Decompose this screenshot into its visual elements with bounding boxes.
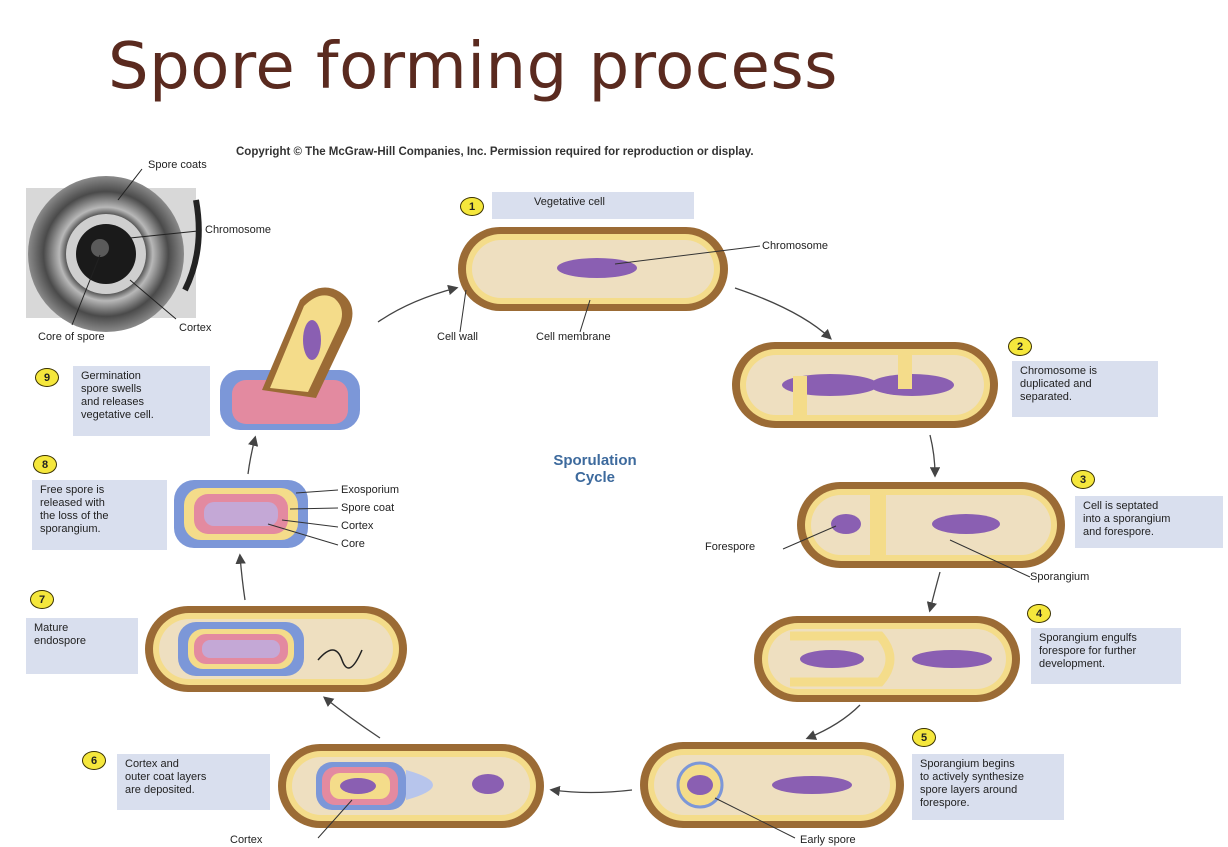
step-3-caption: Cell is septated into a sporangium and f… [1075,496,1223,548]
step-2-badge: 2 [1008,337,1032,356]
free-spore [174,480,338,548]
label-forespore: Forespore [705,541,755,553]
step-8-caption: Free spore is released with the loss of … [32,480,167,550]
cortex-deposit-cell [278,744,544,838]
engulfing-cell [754,616,1020,702]
label-sporangium: Sporangium [1030,571,1089,583]
label-early-spore: Early spore [800,834,856,846]
label-exosporium: Exosporium [341,484,399,496]
label-chromosome: Chromosome [762,240,828,252]
step-6-caption: Cortex and outer coat layers are deposit… [117,754,270,810]
step-6-badge: 6 [82,751,106,770]
step-5-caption: Sporangium begins to actively synthesize… [912,754,1064,820]
step-4-caption: Sporangium engulfs forespore for further… [1031,628,1181,684]
electron-micrograph [26,169,199,332]
sporulation-cycle-label: Sporulation Cycle [530,452,660,486]
step-3-badge: 3 [1071,470,1095,489]
vegetative-cell [458,227,760,332]
step-8-badge: 8 [33,455,57,474]
step-1-badge: 1 [460,197,484,216]
label-spore-coat: Spore coat [341,502,394,514]
step-9-badge: 9 [35,368,59,387]
label-cortex-bottom: Cortex [230,834,262,846]
step-9-caption: Germination spore swells and releases ve… [73,366,210,436]
label-micro-cortex: Cortex [179,322,211,334]
step-5-badge: 5 [912,728,936,747]
label-core-of-spore: Core of spore [38,331,105,343]
germinating-spore [220,288,360,431]
septated-cell [783,482,1065,577]
label-core: Core [341,538,365,550]
label-spore-coats: Spore coats [148,159,207,171]
early-spore-cell [640,742,904,838]
mature-endospore-cell [145,606,407,692]
label-cortex: Cortex [341,520,373,532]
cell-duplicated-chromosome [732,342,998,428]
step-1-caption: Vegetative cell [492,192,694,219]
label-cell-wall: Cell wall [437,331,478,343]
step-7-badge: 7 [30,590,54,609]
label-micro-chromosome: Chromosome [205,224,271,236]
step-7-caption: Mature endospore [26,618,138,674]
step-4-badge: 4 [1027,604,1051,623]
label-cell-membrane: Cell membrane [536,331,611,343]
step-2-caption: Chromosome is duplicated and separated. [1012,361,1158,417]
